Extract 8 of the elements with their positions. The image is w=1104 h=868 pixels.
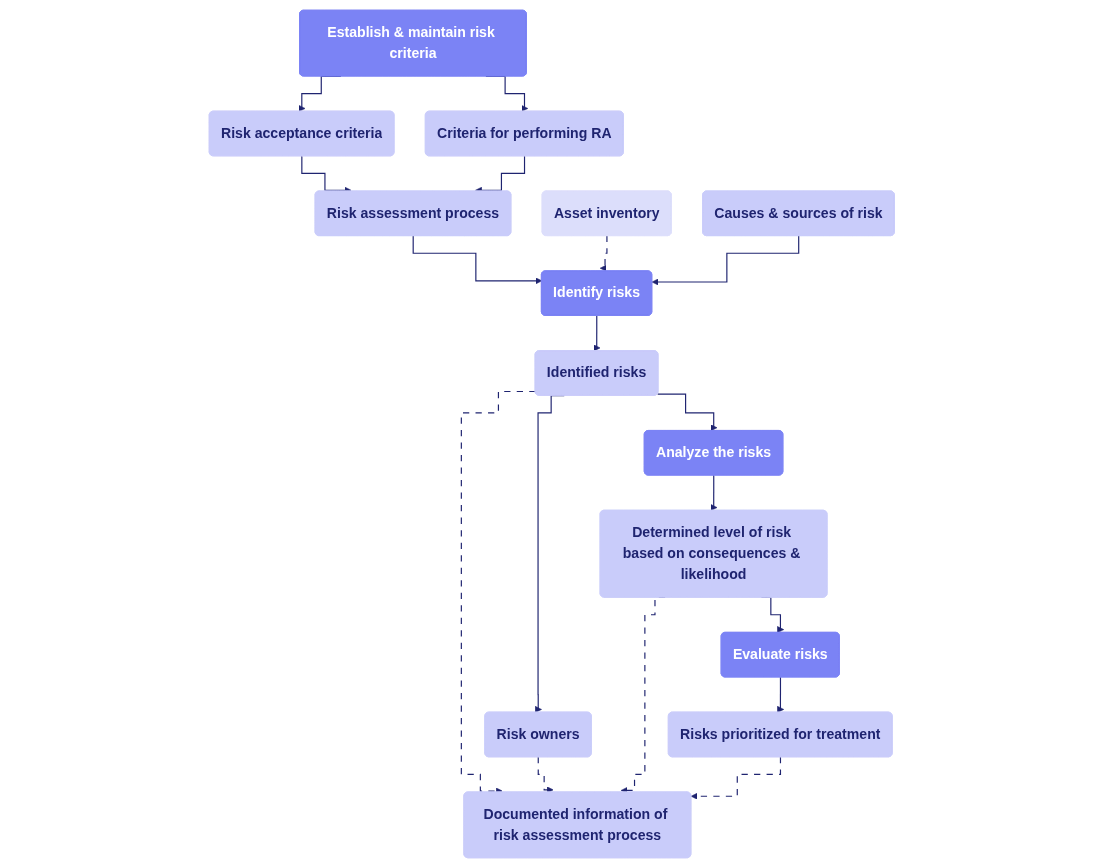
arrow	[691, 756, 782, 800]
arrow	[593, 315, 601, 352]
arrow	[651, 235, 800, 286]
arrow	[777, 676, 785, 713]
arrow	[710, 474, 718, 511]
arrow	[412, 235, 543, 285]
arrow	[657, 393, 718, 432]
arrow	[600, 235, 608, 272]
